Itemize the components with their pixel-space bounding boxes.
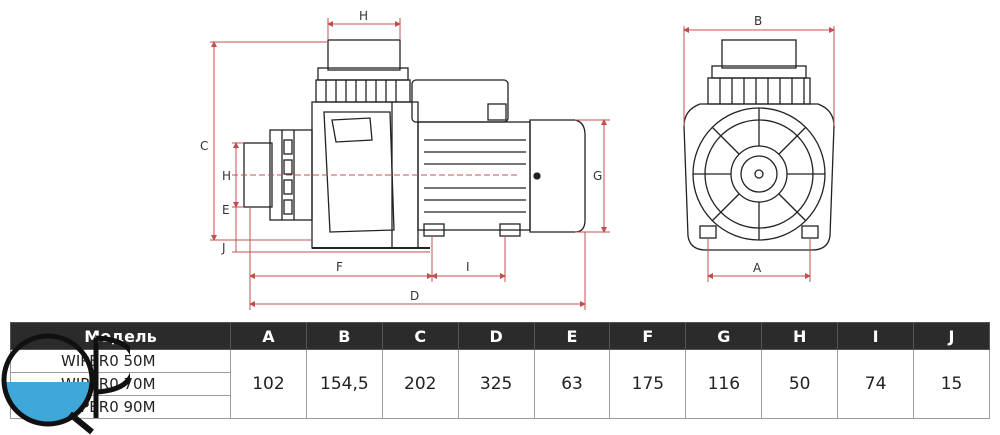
value-c: 202 [381, 349, 459, 419]
header-c: C [381, 322, 459, 350]
dim-label-f: F [336, 260, 343, 274]
header-h: H [761, 322, 839, 350]
value-a: 102 [230, 349, 307, 419]
value-f: 175 [609, 349, 687, 419]
table-header-row: Модель A B C D E F G H I J [10, 322, 990, 350]
value-g: 116 [685, 349, 763, 419]
value-h: 50 [761, 349, 839, 419]
value-d: 325 [457, 349, 535, 419]
dim-label-d: D [410, 289, 419, 303]
value-i: 74 [837, 349, 915, 419]
header-d: D [457, 322, 535, 350]
header-f: F [609, 322, 687, 350]
header-j: J [913, 322, 990, 350]
qp-logo [1, 333, 130, 435]
header-b: B [305, 322, 383, 350]
dim-label-g: G [593, 169, 602, 183]
header-a: A [230, 322, 307, 350]
dim-label-e: E [222, 203, 230, 217]
dim-label-h-left: H [222, 169, 231, 183]
dim-label-h-top: H [359, 9, 368, 23]
value-j: 15 [913, 349, 990, 419]
table-row: WIPER0 50M 102 154,5 202 325 63 175 116 … [10, 349, 990, 419]
pump-side-view [243, 39, 586, 249]
pump-front-view [683, 39, 835, 251]
dim-label-j: J [221, 241, 226, 255]
header-g: G [685, 322, 763, 350]
value-e: 63 [533, 349, 611, 419]
dim-label-i: I [466, 260, 470, 274]
value-b: 154,5 [305, 349, 383, 419]
header-e: E [533, 322, 611, 350]
pump-technical-drawing: H B C H E J G F I D A [200, 9, 835, 310]
dimension-lines [210, 18, 835, 310]
dim-label-b: B [754, 14, 762, 28]
dimensions-table: Модель A B C D E F G H I J WIPER0 50M 10… [10, 322, 990, 419]
header-i: I [837, 322, 915, 350]
dim-label-c: C [200, 139, 208, 153]
dim-label-a: A [753, 261, 762, 275]
